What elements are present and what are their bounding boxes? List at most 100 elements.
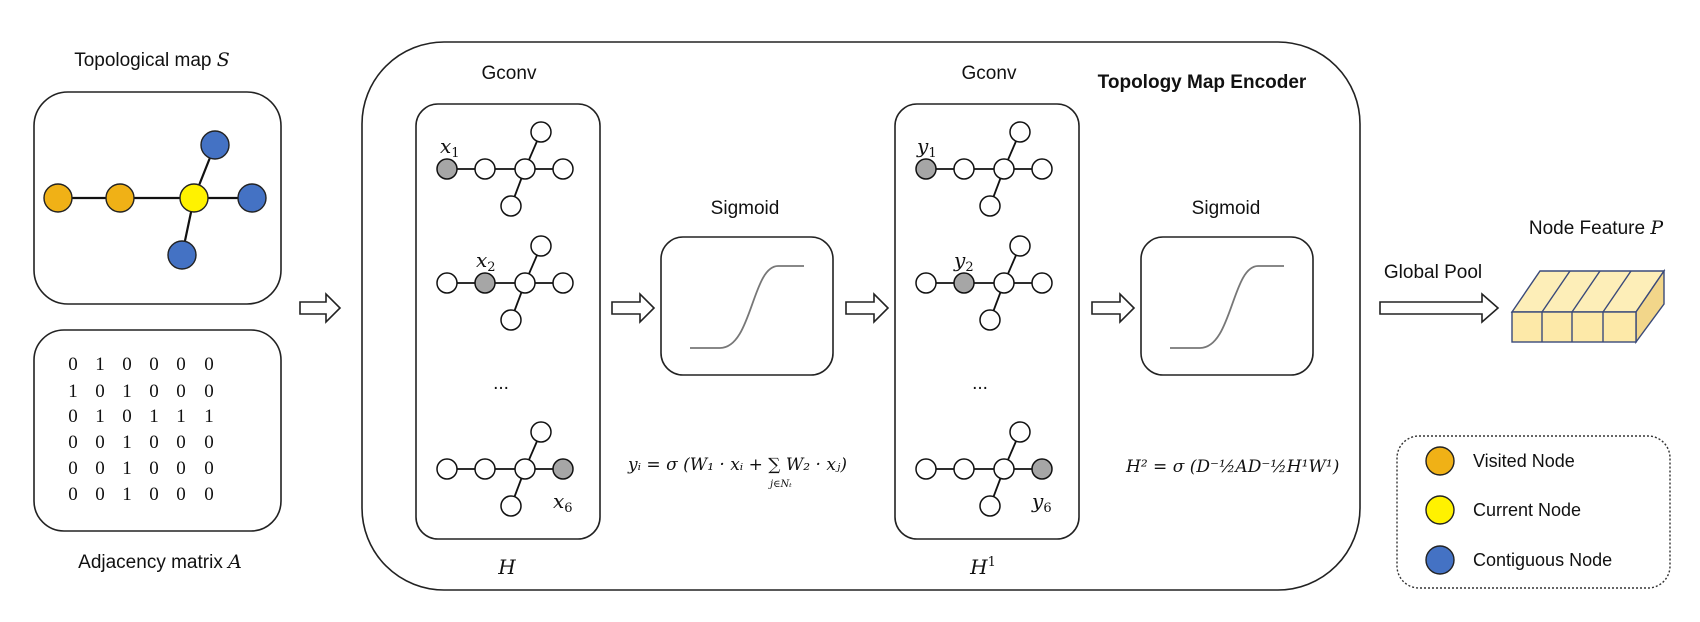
highlighted-node [1031,458,1053,480]
y6-label: y6 [1031,489,1052,516]
matrix-cell: 0 [176,432,186,453]
y2-label: y2 [953,248,974,275]
graph-node [530,121,552,143]
encoder-title: Topology Map Encoder [1098,72,1307,93]
sigmoid2-box [1140,236,1314,376]
matrix-cell: 0 [122,406,132,427]
highlighted-node [552,458,574,480]
matrix-cell: 0 [149,458,159,479]
gconv1-graphs [436,121,574,517]
matrix-cell: 0 [122,354,132,375]
legend-box [1396,435,1671,589]
graph-node [993,272,1015,294]
matrix-cell: 0 [68,354,78,375]
x1-label: x1 [440,134,460,161]
graph-node [500,495,522,517]
matrix-cell: 0 [176,381,186,402]
global-pool-label: Global Pool [1384,262,1482,283]
formula-1: yᵢ = σ (W₁ · xᵢ + ∑ W₂ · xⱼ) [627,455,847,475]
graph-node [1031,272,1053,294]
graph-node [979,495,1001,517]
graph-node [1009,121,1031,143]
matrix-cell: 0 [68,432,78,453]
highlighted-node [915,158,937,180]
matrix-cell: 0 [204,432,214,453]
graph-node [915,458,937,480]
legend-swatch [1425,446,1455,476]
matrix-cell: 0 [149,354,159,375]
matrix-cell: 1 [95,354,105,375]
matrix-cell: 0 [149,432,159,453]
graph-node [514,158,536,180]
graph-node [979,309,1001,331]
sigmoid1-curve [690,265,804,349]
contiguous-node [167,240,197,270]
matrix-cell: 0 [95,381,105,402]
graph-node [953,458,975,480]
node-feature-title: Node Feature P [1529,217,1664,239]
matrix-cell: 0 [68,406,78,427]
flow-arrow [1091,292,1136,324]
matrix-cell: 0 [176,354,186,375]
flow-arrow [299,292,342,324]
node-feature-block [1510,268,1666,345]
formula-1-subscript: j∈Nₜ [768,479,792,490]
graph-node [1009,421,1031,443]
legend-swatch [1425,495,1455,525]
sigmoid2-curve [1170,265,1284,349]
visited-node [43,183,73,213]
matrix-cell: 0 [149,484,159,505]
gconv2-ellipsis: ... [972,373,988,394]
matrix-cell: 1 [122,381,132,402]
matrix-cell: 0 [204,381,214,402]
graph-node [436,272,458,294]
sigmoid1-box [660,236,834,376]
global-pool-arrow [1379,292,1500,324]
legend-label: Contiguous Node [1473,550,1612,570]
graph-node [993,158,1015,180]
current-node [179,183,209,213]
h-label: H [497,555,516,579]
graph-node [514,458,536,480]
matrix-cell: 1 [122,484,132,505]
graph-node [500,195,522,217]
legend-label: Current Node [1473,500,1581,520]
flow-arrow [611,292,656,324]
graph-node [474,458,496,480]
matrix-cell: 0 [95,484,105,505]
adj-matrix-title: Adjacency matrix A [78,551,242,573]
sigmoid2-label: Sigmoid [1192,198,1261,219]
matrix-cell: 0 [68,484,78,505]
flow-arrow [845,292,890,324]
matrix-cell: 0 [204,484,214,505]
matrix-cell: 1 [176,406,186,427]
matrix-cell: 0 [95,432,105,453]
x2-label: x2 [476,248,496,275]
matrix-cell: 0 [149,381,159,402]
x6-label: x6 [553,489,573,516]
graph-node [993,458,1015,480]
matrix-cell: 1 [204,406,214,427]
gconv1-ellipsis: ... [493,373,509,394]
h1-label: H1 [969,555,996,579]
graph-node [474,158,496,180]
matrix-cell: 0 [204,354,214,375]
matrix-cell: 1 [68,381,78,402]
formula-2: H² = σ (D⁻½AD⁻½H¹W¹) [1125,457,1339,477]
graph-node [1031,158,1053,180]
gconv2-label: Gconv [962,63,1017,84]
matrix-cell: 0 [204,458,214,479]
graph-node [1009,235,1031,257]
matrix-cell: 1 [95,406,105,427]
graph-node [552,272,574,294]
matrix-cell: 0 [176,458,186,479]
contiguous-node [237,183,267,213]
graph-node [436,458,458,480]
matrix-cell: 1 [149,406,159,427]
matrix-cell: 0 [176,484,186,505]
graph-node [915,272,937,294]
graph-node [514,272,536,294]
highlighted-node [953,272,975,294]
